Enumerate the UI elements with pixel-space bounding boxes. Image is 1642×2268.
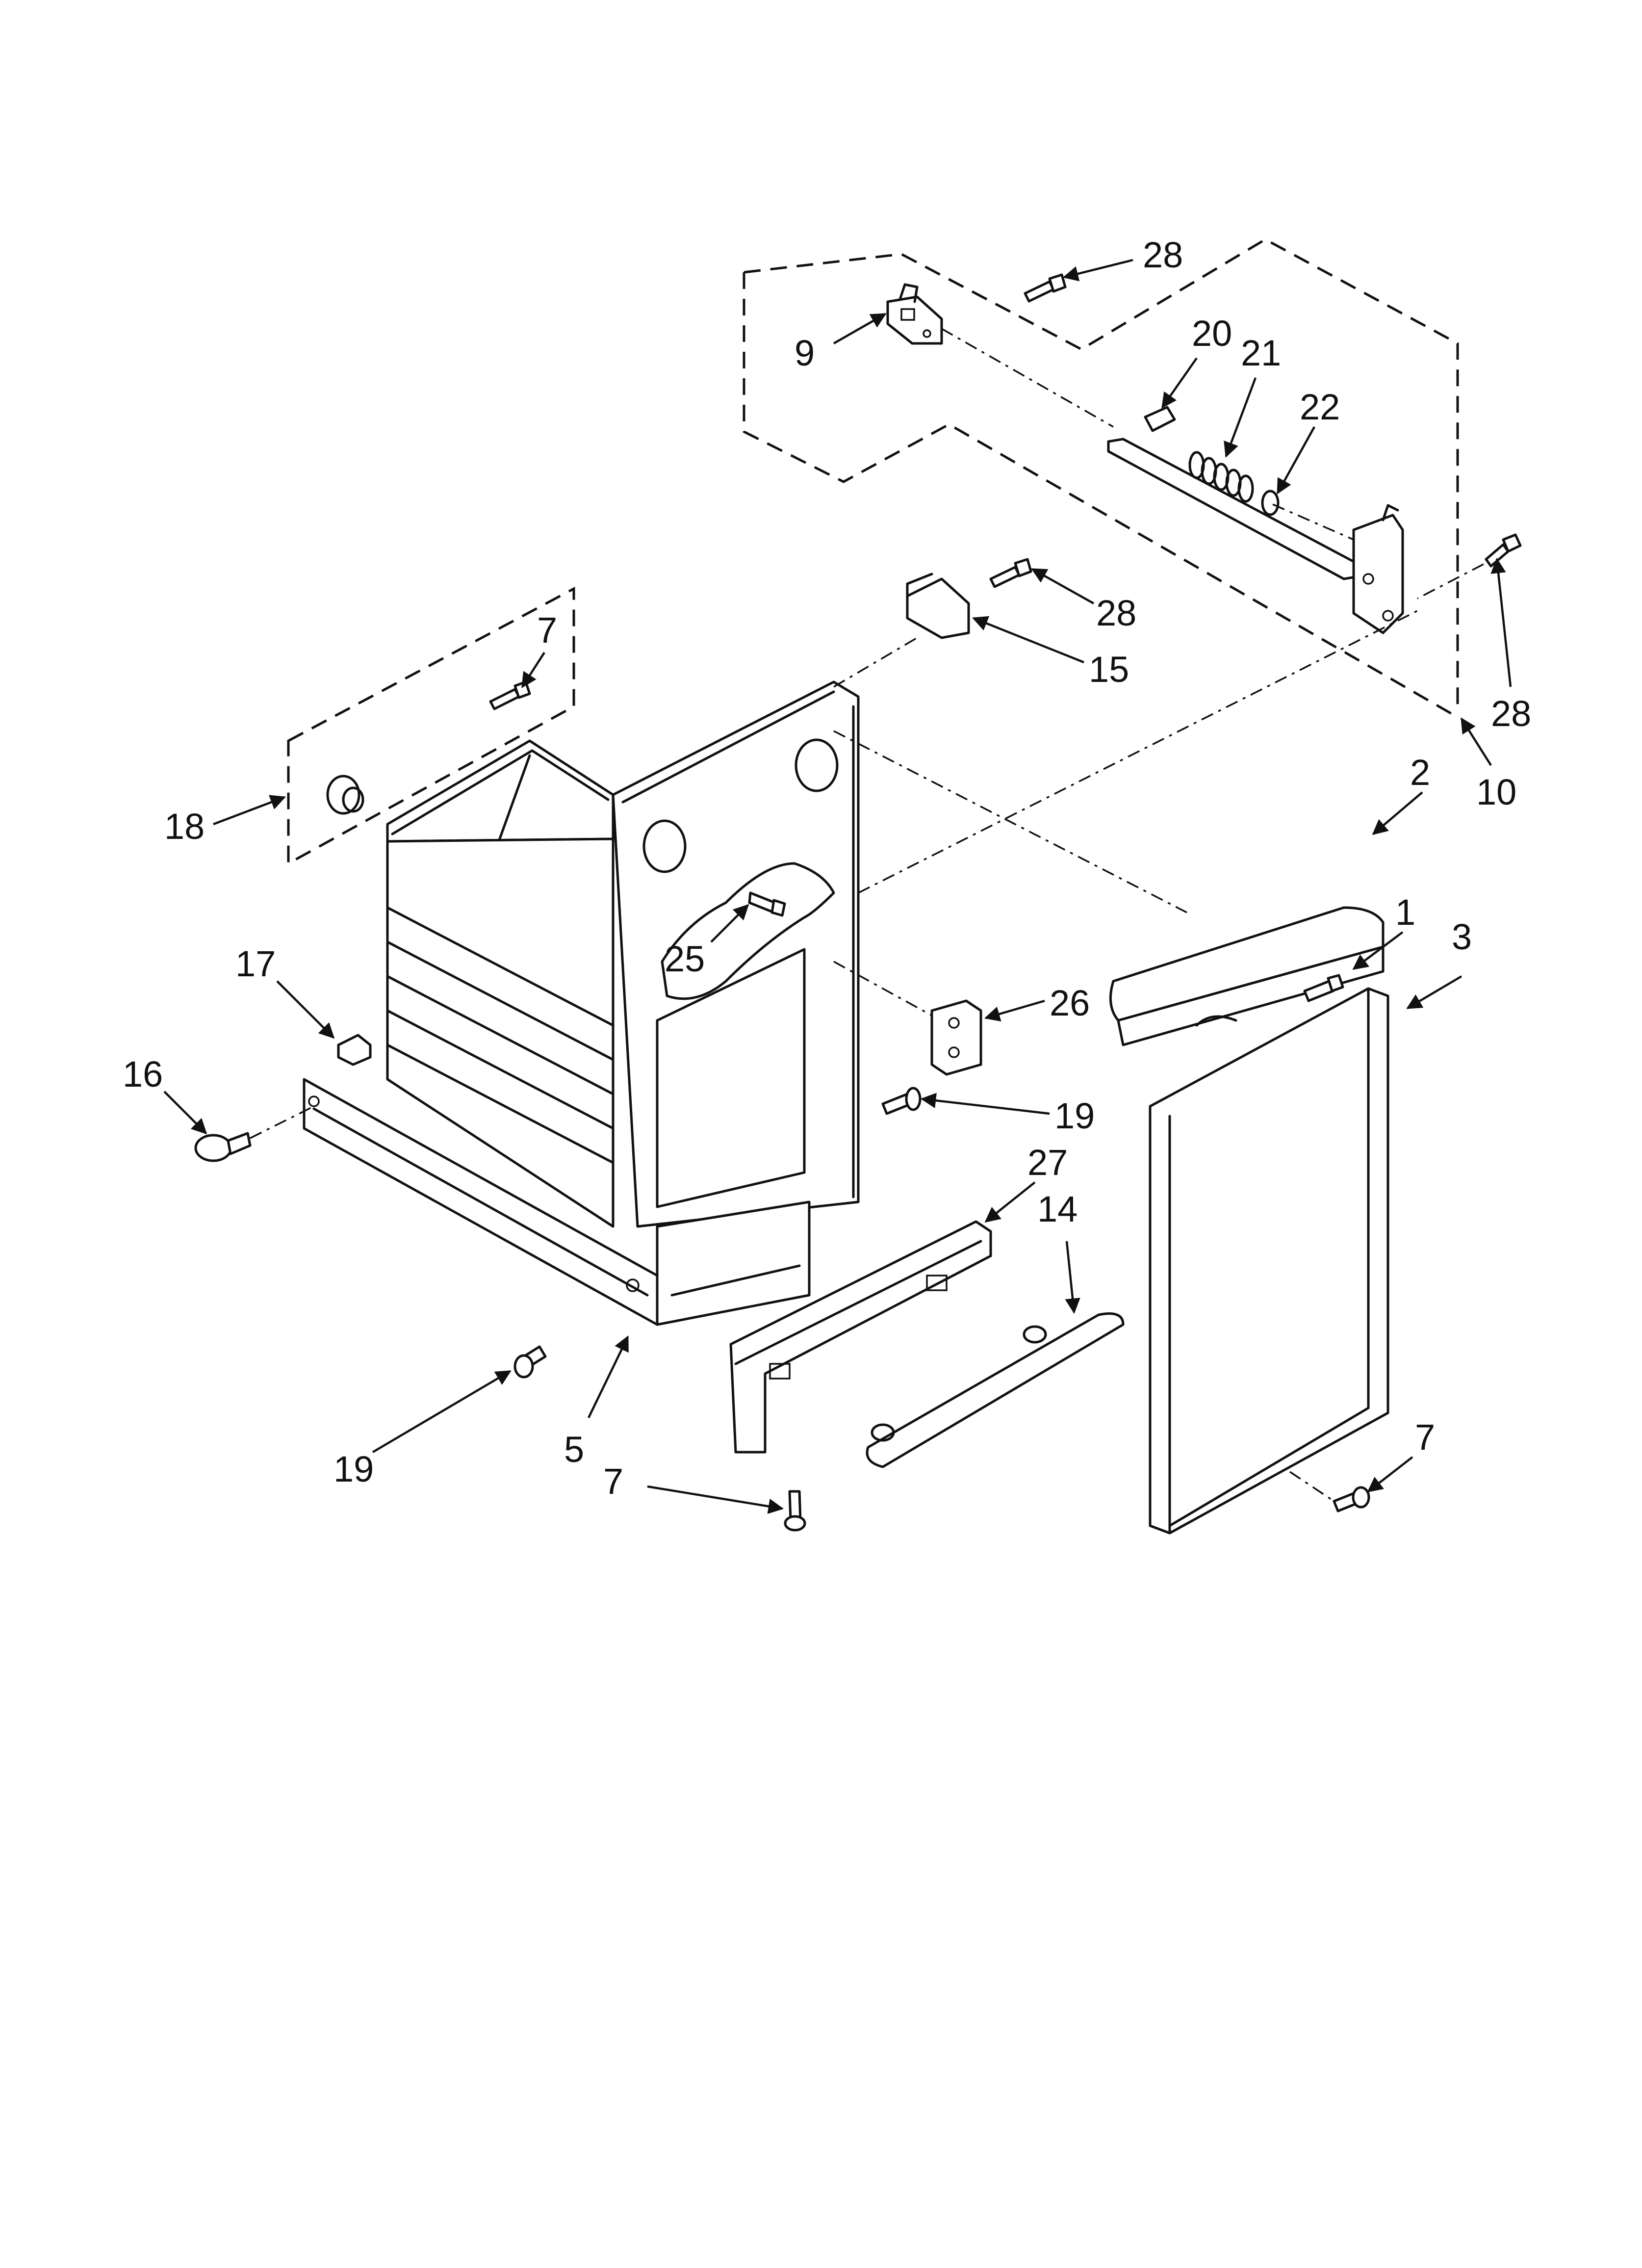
label-7-right: 7 [1415,1417,1435,1458]
bolt-16-axis [250,1105,314,1139]
screw-19-left [513,1345,547,1379]
bracket-26 [930,999,982,1076]
clip-to-cabinet-line [833,637,918,688]
cabinet-to-cap-line [833,730,1187,913]
label-16: 16 [123,1054,163,1095]
screw-19-right [881,1087,922,1115]
screw-28-top [1024,273,1067,303]
top-cap-2 [1109,906,1385,1046]
screw-25 [748,891,786,917]
label-25: 25 [665,938,705,979]
label-28-top: 28 [1143,235,1183,275]
nut-17 [337,1034,372,1066]
screw-7-right [1333,1486,1370,1512]
label-9: 9 [795,333,815,373]
front-trim-14 [866,1312,1125,1468]
label-3: 3 [1452,916,1472,957]
spring-axis-line [1272,503,1354,541]
kick-plate-27 [729,1220,992,1454]
bracket-26-axis [833,961,932,1017]
label-28-right: 28 [1491,693,1531,734]
label-19-right: 19 [1054,1095,1095,1136]
label-15: 15 [1089,649,1129,690]
clip-15 [906,573,970,639]
label-18: 18 [164,806,205,847]
label-2: 2 [1410,752,1430,793]
label-14: 14 [1037,1189,1078,1229]
hinge-bracket-9 [886,283,943,345]
lid-hinge-rod [1107,406,1360,580]
part-labels: 28 20 21 22 9 28 15 28 10 7 18 2 1 3 25 … [123,235,1531,1502]
hinge-axis-line [941,328,1114,428]
screw-28-mid [989,558,1032,588]
label-20: 20 [1192,313,1232,354]
label-22: 22 [1300,387,1340,427]
assembly-outline-18 [287,586,575,866]
screw-28-right [1485,533,1522,568]
label-27: 27 [1027,1142,1068,1183]
hinge-arm-bracket [1352,504,1404,634]
side-panel-3 [1149,987,1389,1535]
screw-1 [1303,974,1344,1002]
screw-28-right-axis [1417,563,1484,600]
label-21: 21 [1241,333,1281,373]
label-17: 17 [235,943,276,984]
screw-7-bottom [784,1490,806,1532]
label-10: 10 [1476,772,1516,812]
cabinet-to-side-line [858,607,1423,894]
cabinet-frame [303,680,860,1326]
washer-22 [1261,490,1280,516]
label-28-mid: 28 [1096,593,1136,633]
label-5: 5 [564,1429,584,1470]
assembly-outline-10 [743,238,1459,715]
bolt-16 [194,1132,252,1162]
label-7-bottom: 7 [603,1461,623,1502]
label-1: 1 [1395,892,1415,933]
leader-arrows [163,259,1512,1514]
label-19-left: 19 [334,1449,374,1489]
spring-21 [1188,451,1254,503]
screw-7-right-axis [1289,1471,1334,1502]
knob-18 [326,775,364,815]
label-7-top: 7 [537,610,557,651]
label-26: 26 [1050,983,1090,1023]
